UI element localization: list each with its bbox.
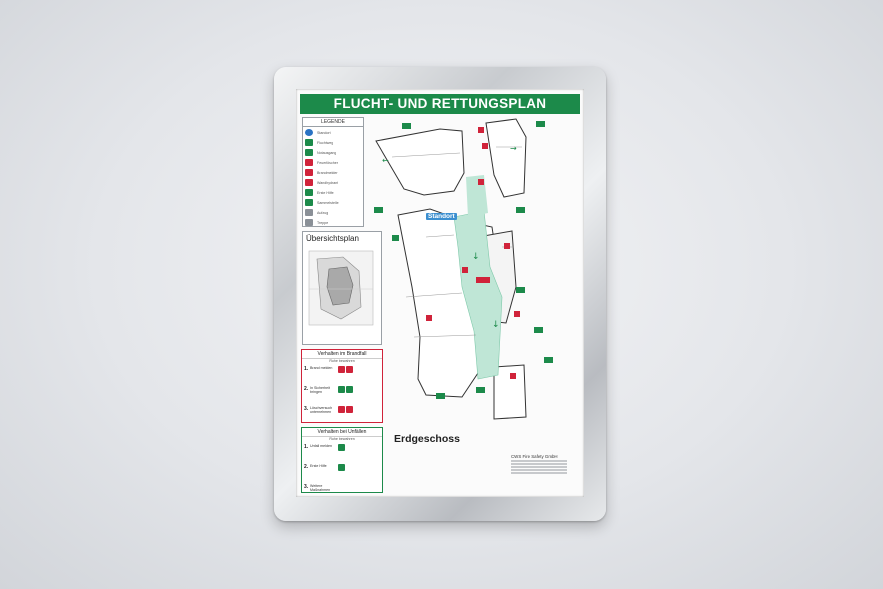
fire-extinguisher-icon	[338, 406, 345, 413]
fire-instructions: Verhalten im Brandfall Ruhe bewahren 1. …	[301, 349, 383, 423]
floor-label: Erdgeschoss	[394, 433, 460, 445]
hydrant-icon	[346, 406, 353, 413]
overview-map	[308, 250, 374, 326]
legend-item: Fluchtweg	[305, 138, 361, 147]
legend-item: Aufzug	[305, 208, 361, 217]
instruction-step: 3. Löschversuch unternehmen	[304, 406, 380, 423]
accident-instructions-subtitle: Ruhe bewahren	[329, 437, 355, 441]
fire-instructions-subtitle: Ruhe bewahren	[329, 359, 355, 363]
standort-label: Standort	[426, 213, 457, 220]
accident-instructions: Verhalten bei Unfällen Ruhe bewahren 1. …	[301, 427, 383, 493]
overview-plan: Übersichtsplan	[302, 231, 382, 345]
escape-arrow-icon: →	[510, 144, 517, 153]
hydrant-icon	[305, 179, 313, 186]
poster-title: FLUCHT- UND RETTUNGSPLAN	[300, 94, 580, 114]
arrow-right-icon	[346, 386, 353, 393]
legend-item: Wandhydrant	[305, 178, 361, 187]
location-icon	[305, 129, 313, 136]
emergency-exit-icon	[338, 386, 345, 393]
instruction-step: 3. Weitere Maßnahmen	[304, 484, 331, 492]
legend: LEGENDE Standort Fluchtweg Notausgang Fe…	[302, 117, 364, 227]
escape-arrow-icon: ↓	[472, 252, 480, 262]
instruction-step: 2. In Sicherheit bringen	[304, 386, 380, 403]
elevator-icon	[305, 209, 313, 216]
legend-item: Treppe	[305, 218, 361, 227]
poster-frame: FLUCHT- UND RETTUNGSPLAN LEGENDE Standor…	[274, 67, 606, 521]
fire-alarm-icon	[305, 169, 313, 176]
legend-item: Erste Hilfe	[305, 188, 361, 197]
legend-item: Notausgang	[305, 148, 361, 157]
arrow-right-icon	[305, 139, 313, 146]
legend-item: Brandmelder	[305, 168, 361, 177]
escape-plan-poster: FLUCHT- UND RETTUNGSPLAN LEGENDE Standor…	[296, 89, 584, 497]
instruction-step: 2. Erste Hilfe	[304, 464, 380, 481]
legend-item: Feuerlöscher	[305, 158, 361, 167]
instruction-step: 1. Brand melden	[304, 366, 380, 383]
escape-arrow-icon: ↓	[492, 320, 500, 330]
phone-icon	[346, 366, 353, 373]
company-info: CWS Fire Safety GmbH	[511, 454, 567, 492]
fire-instructions-title: Verhalten im Brandfall	[302, 350, 382, 359]
legend-title: LEGENDE	[303, 118, 363, 127]
escape-arrow-icon: ←	[382, 156, 389, 165]
fire-alarm-icon	[338, 366, 345, 373]
first-aid-icon	[305, 189, 313, 196]
assembly-point-icon	[305, 199, 313, 206]
stairs-icon	[305, 219, 313, 226]
phone-icon	[338, 444, 345, 451]
emergency-exit-icon	[305, 149, 313, 156]
floor-plan: ↓ ↓ → ←	[374, 118, 553, 420]
first-aid-icon	[338, 464, 345, 471]
instruction-step: 1. Unfall melden	[304, 444, 380, 461]
fire-extinguisher-icon	[305, 159, 313, 166]
accident-instructions-title: Verhalten bei Unfällen	[302, 428, 382, 437]
legend-item: Standort	[305, 128, 361, 137]
legend-item: Sammelstelle	[305, 198, 361, 207]
overview-title: Übersichtsplan	[306, 234, 359, 243]
company-name: CWS Fire Safety GmbH	[511, 454, 558, 459]
